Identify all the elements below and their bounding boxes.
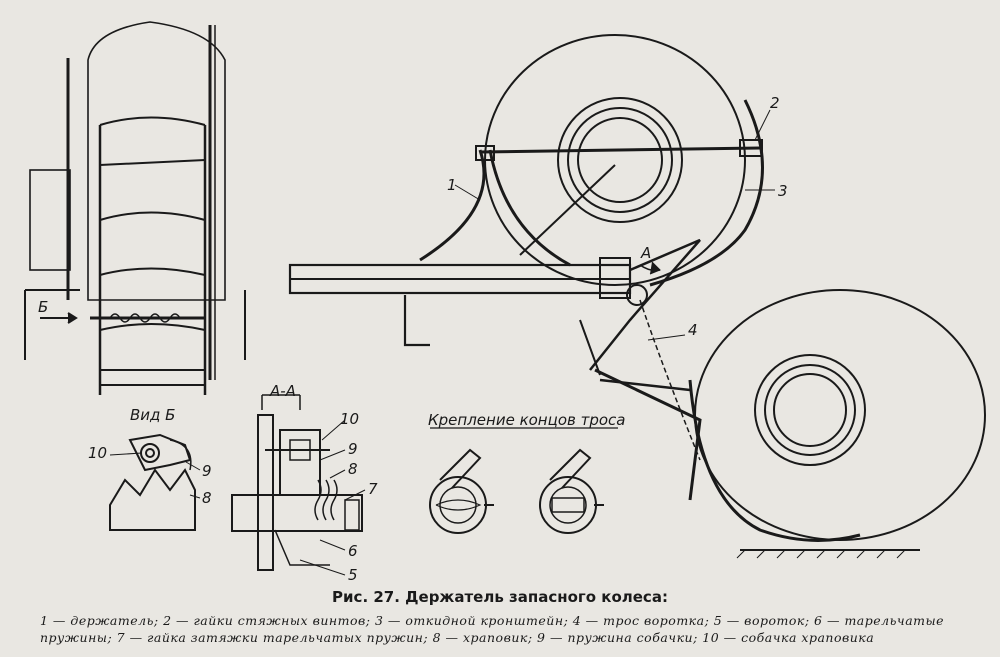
callout-5: 5 — [348, 566, 358, 580]
cable-fastening-label: Крепление концов троса — [428, 411, 626, 429]
callout-10-ratchet: 10 — [88, 444, 107, 462]
ratchet-detail — [109, 433, 201, 531]
section-aa-label: А-А — [269, 382, 296, 400]
arrow-a-label: А — [640, 244, 651, 262]
callout-6: 6 — [348, 542, 358, 560]
callout-10: 10 — [340, 410, 359, 428]
callout-8: 8 — [348, 460, 358, 478]
callout-9-ratchet: 9 — [202, 462, 212, 480]
callout-2: 2 — [770, 94, 780, 112]
view-b-label: Вид Б — [130, 406, 175, 424]
main-side-view — [288, 34, 986, 559]
cable-fastening-detail — [429, 427, 618, 534]
arrow-b-label: Б — [38, 298, 48, 316]
callout-7: 7 — [368, 480, 378, 498]
callout-9: 9 — [348, 440, 358, 458]
callout-1: 1 — [447, 176, 457, 194]
figure-caption-title: Рис. 27. Держатель запасного колеса: — [332, 588, 668, 606]
figure-caption-legend: 1 — держатель; 2 — гайки стяжных винтов;… — [40, 613, 945, 645]
section-aa-drawing — [231, 394, 366, 576]
view-b-drawing — [24, 21, 246, 395]
callout-8-ratchet: 8 — [202, 489, 212, 507]
spare-wheel-holder-drawing: Вид Б А-А Б А Крепление концов троса 1 2… — [24, 21, 986, 580]
callout-4: 4 — [688, 321, 698, 339]
callout-3: 3 — [778, 182, 788, 200]
